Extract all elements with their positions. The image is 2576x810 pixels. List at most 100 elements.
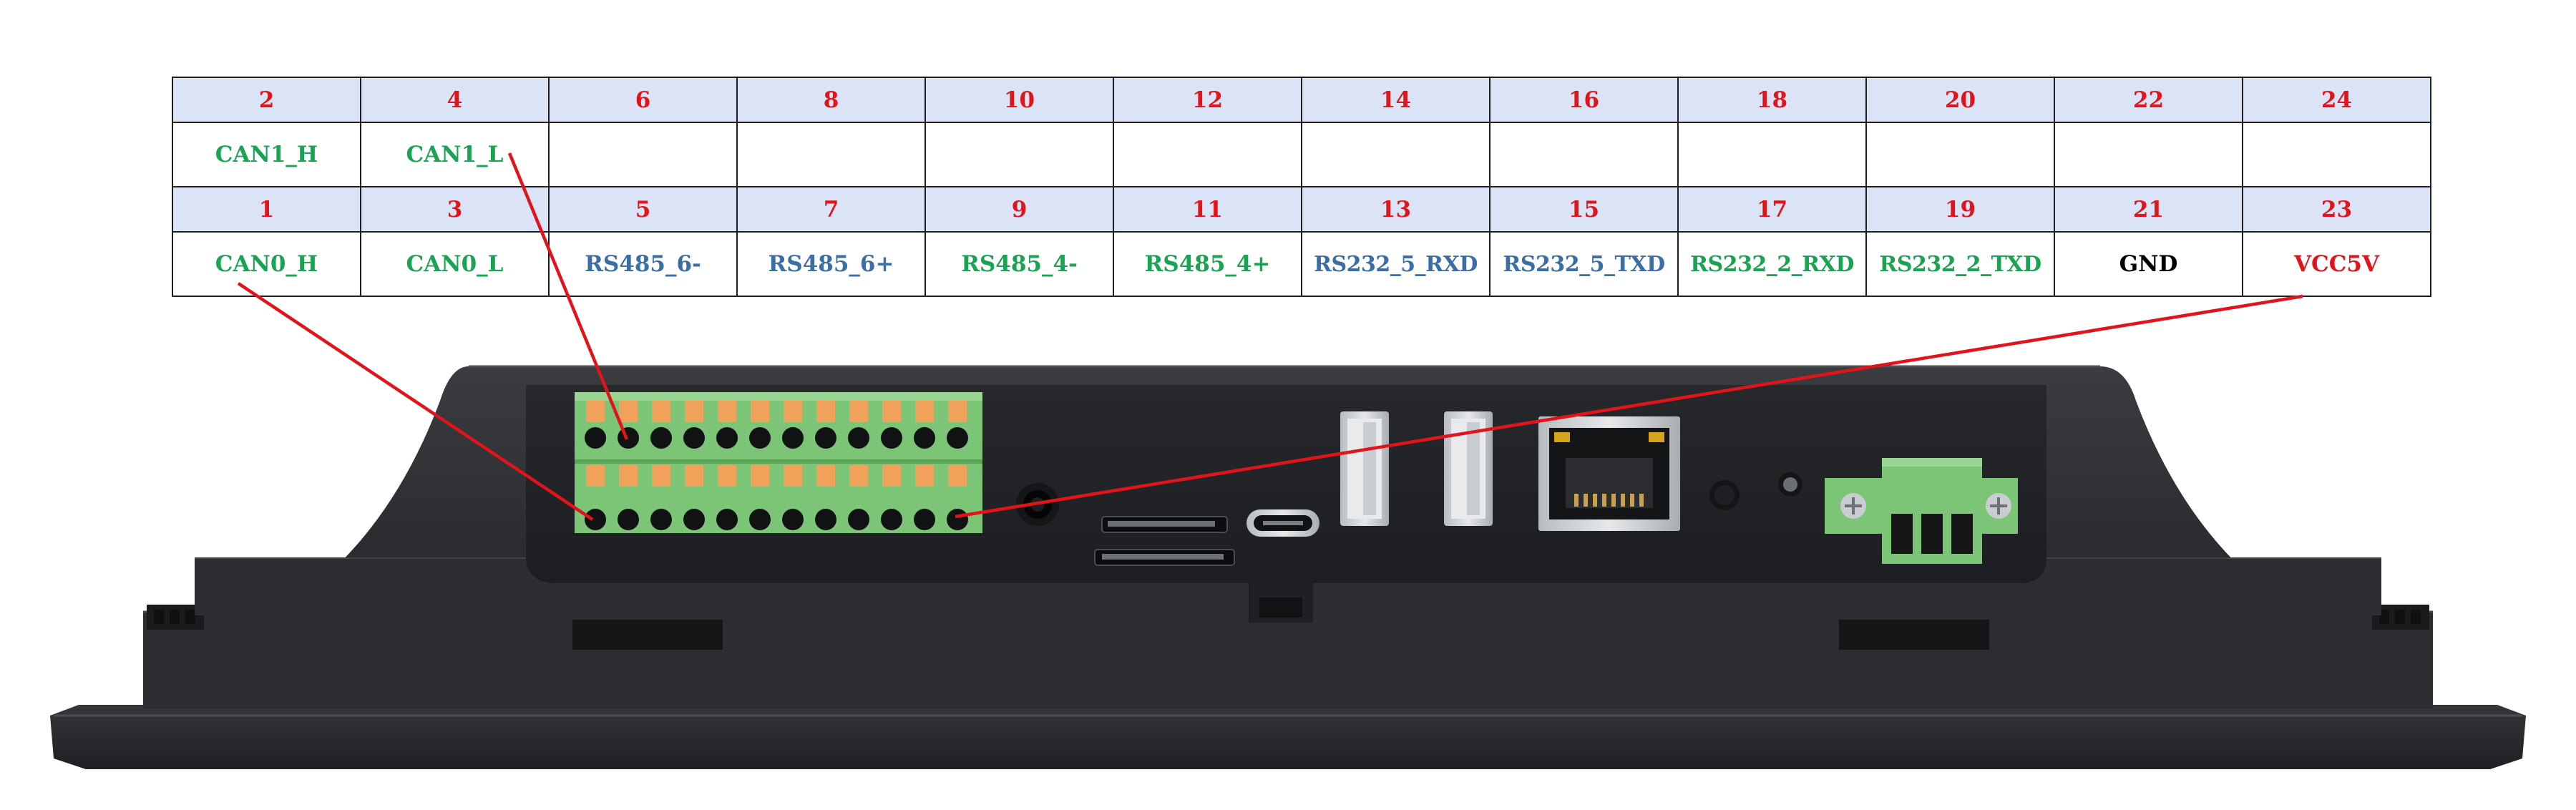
pin-number: 21: [2054, 186, 2243, 233]
pin-signal-label: RS485_6+: [736, 231, 926, 297]
terminal-release-tab: [948, 401, 967, 422]
pin-signal-label: RS232_2_TXD: [1865, 231, 2055, 297]
ethernet-port: [1538, 416, 1680, 531]
pin-signal-label: CAN0_H: [172, 231, 361, 297]
pin-number: 20: [1865, 77, 2055, 123]
pin-number: 1: [172, 186, 361, 233]
terminal-wire-hole: [749, 427, 771, 449]
pin-number: 23: [2242, 186, 2431, 233]
terminal-release-tab: [784, 465, 802, 487]
audio-jack: [1016, 483, 1059, 526]
terminal-release-tab: [685, 401, 703, 422]
pin-signal-label: VCC5V: [2242, 231, 2431, 297]
terminal-release-tab: [784, 401, 802, 422]
usb-c-port: [1246, 509, 1319, 537]
sd-card-slots: [1094, 516, 1235, 566]
ethernet-contact: [1602, 494, 1606, 507]
terminal-wire-hole: [848, 427, 869, 449]
terminal-release-tab: [849, 401, 868, 422]
pin-signal-label: [2242, 122, 2431, 187]
pin-number: 16: [1489, 77, 1679, 123]
status-led: [1778, 472, 1802, 497]
pin-number: 5: [548, 186, 738, 233]
pin-number: 15: [1489, 186, 1679, 233]
pin-number: 3: [360, 186, 550, 233]
usb-a-port-2: [1444, 411, 1493, 526]
terminal-wire-hole: [947, 509, 968, 530]
terminal-wire-hole: [848, 509, 869, 530]
terminal-release-tab: [586, 465, 605, 487]
ethernet-contact: [1630, 494, 1634, 507]
terminal-block-24pin: [575, 392, 982, 533]
ethernet-contact: [1621, 494, 1625, 507]
terminal-wire-hole: [749, 509, 771, 530]
terminal-release-tab: [882, 465, 901, 487]
pin-signal-label: [1301, 122, 1491, 187]
mounting-clip-right: [2372, 605, 2429, 630]
pin-number: 4: [360, 77, 550, 123]
pin-signal-label: [1113, 122, 1302, 187]
pin-signal-label: [1489, 122, 1679, 187]
pin-signal-label: [2054, 122, 2243, 187]
pin-number: 17: [1677, 186, 1867, 233]
pin-number: 9: [924, 186, 1114, 233]
terminal-wire-hole: [914, 509, 935, 530]
terminal-release-tab: [849, 465, 868, 487]
terminal-wire-hole: [947, 427, 968, 449]
pin-signal-label: CAN1_L: [360, 122, 550, 187]
latch-slot-right: [1839, 620, 1989, 650]
terminal-wire-hole: [716, 427, 738, 449]
terminal-release-tab: [586, 401, 605, 422]
pin-number: 14: [1301, 77, 1491, 123]
terminal-release-tab: [718, 401, 736, 422]
ethernet-contact: [1584, 494, 1588, 507]
pin-signal-label: RS232_5_RXD: [1301, 231, 1491, 297]
terminal-wire-hole: [815, 427, 836, 449]
terminal-release-tab: [619, 401, 638, 422]
terminal-wire-hole: [782, 509, 804, 530]
terminal-wire-hole: [618, 509, 639, 530]
terminal-wire-hole: [914, 427, 935, 449]
terminal-wire-hole: [650, 509, 672, 530]
pin-signal-label: GND: [2054, 231, 2243, 297]
ethernet-contact: [1639, 494, 1644, 507]
mounting-clip-left: [147, 605, 204, 630]
terminal-wire-hole: [650, 427, 672, 449]
terminal-release-tab: [652, 401, 670, 422]
terminal-release-tab: [751, 465, 769, 487]
pin-signal-label: CAN1_H: [172, 122, 361, 187]
terminal-release-tab: [619, 465, 638, 487]
terminal-release-tab: [718, 465, 736, 487]
terminal-wire-hole: [683, 427, 705, 449]
pin-number: 18: [1677, 77, 1867, 123]
usb-a-port-1: [1340, 411, 1389, 526]
terminal-release-tab: [685, 465, 703, 487]
center-screw-mount: [1249, 583, 1313, 623]
front-bezel: [50, 610, 2526, 769]
pin-number: 24: [2242, 77, 2431, 123]
pin-number: 11: [1113, 186, 1302, 233]
pin-number: 19: [1865, 186, 2055, 233]
terminal-release-tab: [816, 401, 835, 422]
terminal-wire-hole: [782, 427, 804, 449]
terminal-wire-hole: [815, 509, 836, 530]
pin-number: 8: [736, 77, 926, 123]
ethernet-contact: [1611, 494, 1616, 507]
terminal-release-tab: [948, 465, 967, 487]
pin-signal-label: [1677, 122, 1867, 187]
ethernet-contact: [1593, 494, 1597, 507]
pin-number: 22: [2054, 77, 2243, 123]
terminal-release-tab: [751, 401, 769, 422]
terminal-release-tab: [816, 465, 835, 487]
pin-number: 12: [1113, 77, 1302, 123]
pin-number: 2: [172, 77, 361, 123]
pin-signal-label: [924, 122, 1114, 187]
terminal-wire-hole: [881, 509, 902, 530]
pin-number: 13: [1301, 186, 1491, 233]
pin-signal-label: CAN0_L: [360, 231, 550, 297]
pin-signal-label: RS232_5_TXD: [1489, 231, 1679, 297]
